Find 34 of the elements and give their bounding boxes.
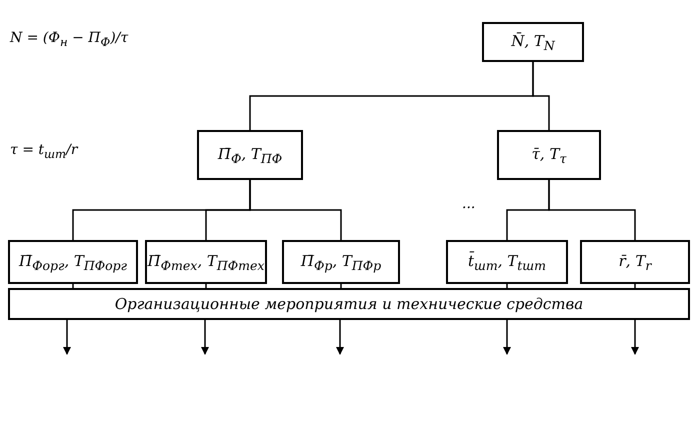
node-box xyxy=(580,240,690,284)
formula-text: N = (Ф$_{н}$ − П$_{Ф}$)/τ xyxy=(10,30,128,49)
connector-line xyxy=(72,284,74,288)
node-box xyxy=(446,240,568,284)
formula-text: τ = t$_{шт}$/r xyxy=(10,142,78,161)
arrow xyxy=(631,320,639,355)
arrow xyxy=(336,320,344,355)
connector-line xyxy=(506,284,508,288)
node-label: П̄$_{Фтех}$, T$_{ПФтех}$ xyxy=(148,252,264,272)
arrow xyxy=(63,320,71,355)
connector-line xyxy=(532,62,550,130)
arrow xyxy=(503,320,511,355)
node-box xyxy=(282,240,400,284)
node-label: П̄$_{Ф}$, T$_{ПФ}$ xyxy=(218,144,282,166)
connector-line xyxy=(205,284,207,288)
node-box xyxy=(197,130,303,180)
band-box xyxy=(8,288,690,320)
connector-line xyxy=(340,284,342,288)
node-label: τ̄, T$_{τ}$ xyxy=(532,144,566,166)
arrow xyxy=(201,320,209,355)
node-box xyxy=(497,130,601,180)
node-label: П̄$_{Форг}$, T$_{ПФорг}$ xyxy=(19,252,127,272)
node-label: П̄$_{Фр}$, T$_{ПФр}$ xyxy=(300,252,382,272)
connector-line xyxy=(249,180,342,240)
ellipsis-text: ... xyxy=(462,196,476,212)
connector-line xyxy=(634,284,636,288)
measures-text: Организационные мероприятия и технические средства xyxy=(114,295,584,313)
node-label: t̄$_{шт}$, T$_{tшт}$ xyxy=(468,252,546,272)
node-label: r̄, T$_{r}$ xyxy=(618,252,652,272)
node-box xyxy=(482,22,584,62)
node-box xyxy=(145,240,267,284)
node-box xyxy=(8,240,138,284)
node-label: N̄, T$_{N}$ xyxy=(511,32,555,52)
connector-line xyxy=(548,180,636,240)
